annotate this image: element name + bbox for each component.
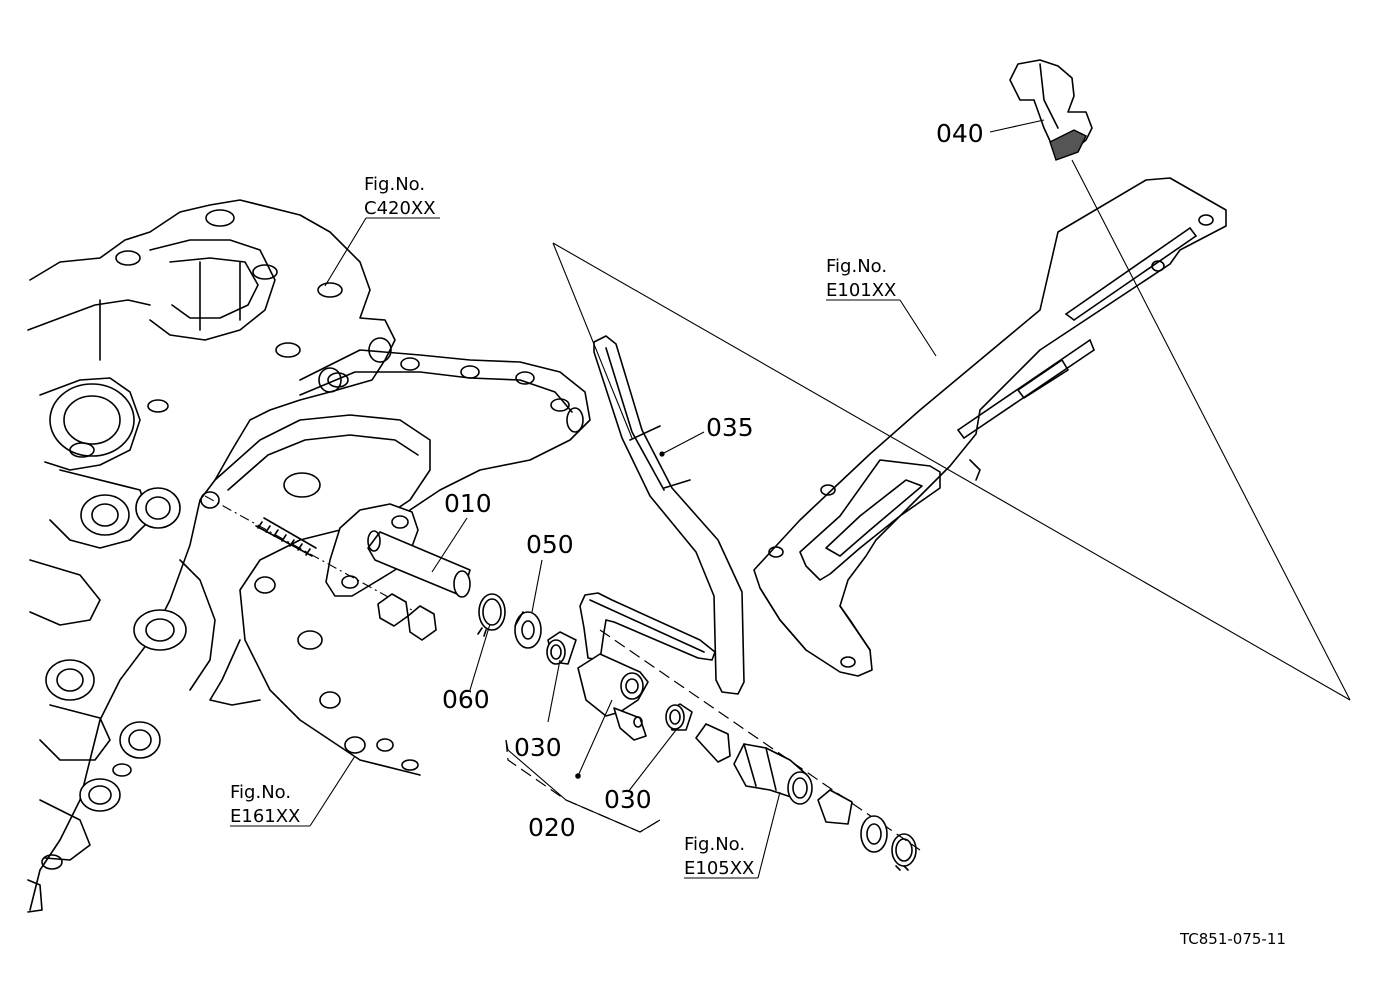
leader-lines bbox=[230, 119, 1045, 879]
shaft-parts-e105 bbox=[599, 629, 921, 871]
document-id: TC851-075-11 bbox=[1179, 930, 1286, 948]
figref-e101-label: Fig.No. bbox=[826, 256, 887, 277]
figref-e105-code: E105XX bbox=[684, 858, 754, 879]
figure-references: Fig.No. C420XX Fig.No. E101XX Fig.No. E1… bbox=[230, 174, 896, 879]
part-050-washer bbox=[514, 611, 542, 649]
part-040-knob bbox=[1009, 59, 1093, 161]
transmission-housing bbox=[27, 199, 396, 913]
figref-c420-code: C420XX bbox=[364, 198, 436, 219]
figref-c420-label: Fig.No. bbox=[364, 174, 425, 195]
alignment-lines bbox=[552, 159, 1351, 701]
callout-040: 040 bbox=[936, 119, 984, 148]
callout-030-right: 030 bbox=[604, 785, 652, 814]
figref-e161-code: E161XX bbox=[230, 806, 300, 827]
figref-e161-label: Fig.No. bbox=[230, 782, 291, 803]
callout-010: 010 bbox=[444, 489, 492, 518]
figref-e101-code: E101XX bbox=[826, 280, 896, 301]
stud-and-nut bbox=[204, 495, 437, 641]
part-020-lever-assembly bbox=[577, 592, 716, 741]
part-035-rod bbox=[593, 335, 745, 695]
callout-060: 060 bbox=[442, 685, 490, 714]
figref-e105-label: Fig.No. bbox=[684, 834, 745, 855]
callout-030-left: 030 bbox=[514, 733, 562, 762]
part-060-snap-ring bbox=[477, 593, 506, 637]
callout-035: 035 bbox=[706, 413, 754, 442]
part-010-shaft bbox=[325, 503, 471, 598]
callout-020: 020 bbox=[528, 813, 576, 842]
part-030-bushing-left bbox=[546, 631, 577, 665]
cover-plate bbox=[179, 349, 591, 776]
callout-050: 050 bbox=[526, 530, 574, 559]
callouts: 040 035 010 050 060 030 030 020 bbox=[442, 119, 984, 842]
part-030-bushing-right bbox=[665, 703, 693, 731]
guide-bracket bbox=[753, 177, 1227, 677]
